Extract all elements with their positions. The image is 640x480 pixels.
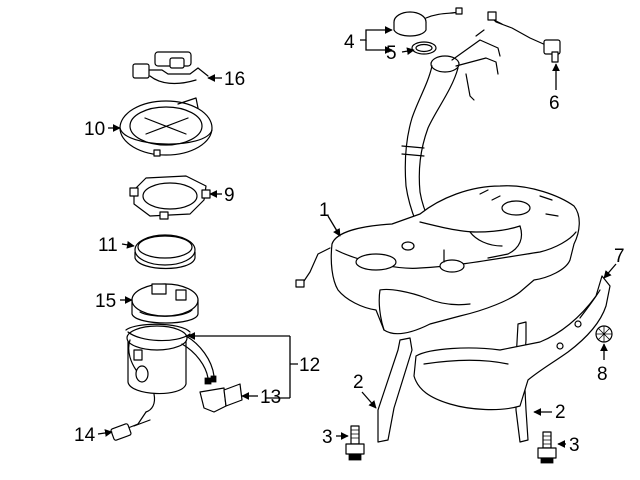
part-9-retaining-ring: [129, 175, 211, 220]
part-15-pump-flange: [131, 283, 199, 324]
part-7-heat-shield: [413, 275, 611, 411]
callout-12: 12: [299, 355, 320, 376]
part-14-hose: [110, 411, 151, 441]
callout-6: 6: [549, 93, 560, 114]
callout-3-right: 3: [569, 435, 580, 456]
part-6-vent-line: [487, 11, 561, 63]
callout-5: 5: [386, 43, 397, 64]
part-2-strap-left: [377, 337, 413, 443]
callout-16: 16: [224, 69, 245, 90]
callout-2-right: 2: [555, 402, 566, 423]
callout-13: 13: [260, 387, 281, 408]
part-12-pump-module: [125, 323, 217, 413]
callout-3-left: 3: [322, 427, 333, 448]
part-10-lock-ring: [119, 97, 213, 157]
callout-9: 9: [224, 185, 235, 206]
part-3-bolt-right: [537, 431, 557, 464]
callout-2-left: 2: [353, 372, 364, 393]
part-1-fuel-tank: [295, 185, 580, 335]
part-11-seal: [134, 234, 196, 270]
part-13-sender: [199, 383, 243, 413]
leader-lines: [97, 26, 617, 448]
callout-15: 15: [95, 291, 116, 312]
part-5-gasket: [411, 41, 437, 55]
part-3-bolt-left: [345, 425, 365, 461]
callout-8: 8: [597, 364, 608, 385]
part-4-filler-cap: [393, 7, 463, 37]
callout-11: 11: [98, 235, 118, 256]
callout-1: 1: [319, 200, 330, 221]
callout-4: 4: [344, 32, 355, 53]
callout-14: 14: [74, 425, 96, 446]
callout-10: 10: [84, 119, 105, 140]
callout-7: 7: [614, 246, 625, 267]
part-16-connector: [132, 51, 209, 85]
part-8-grommet: [595, 325, 613, 343]
filler-neck-pipe: [401, 29, 501, 223]
